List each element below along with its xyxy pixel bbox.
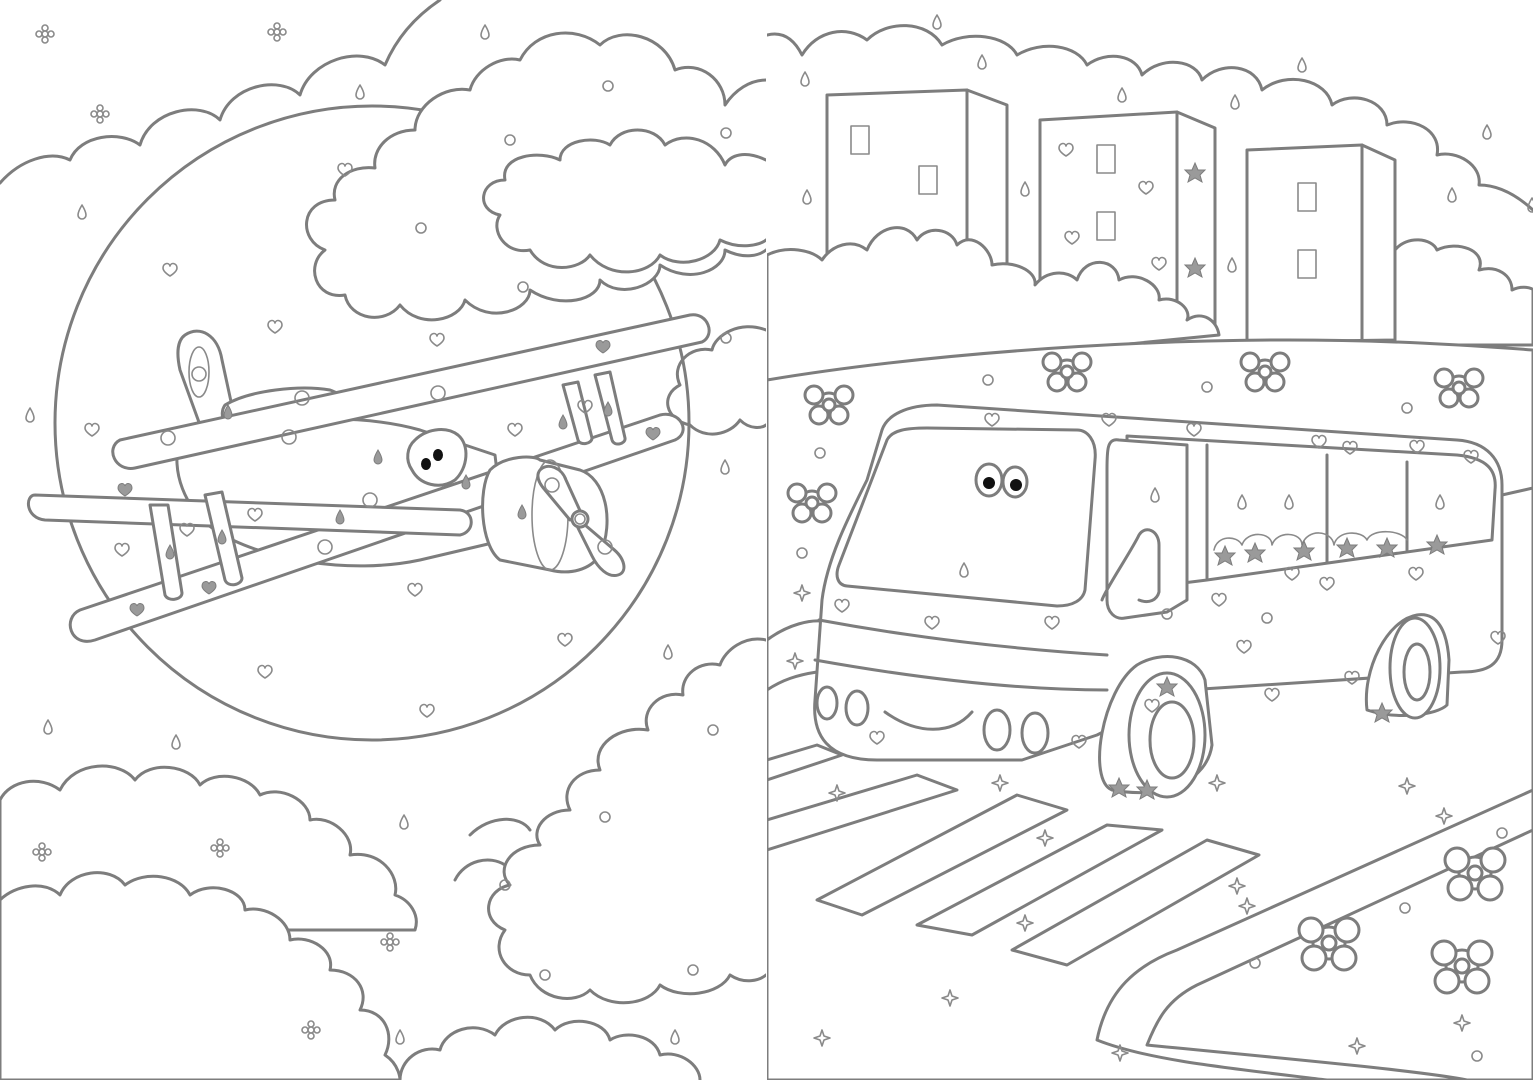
- drop-icon: [800, 14, 1533, 578]
- wheel-icon: [1098, 655, 1214, 799]
- crosswalk-icon: [767, 743, 1261, 967]
- airplane-scene: [0, 0, 766, 1080]
- heart-icon: [117, 340, 661, 617]
- cloud-icon: [0, 0, 442, 185]
- decorations: [786, 14, 1533, 1062]
- smiley-icon: [160, 366, 613, 555]
- circle-dot-icon: [796, 374, 1508, 1062]
- cloud-icon: [453, 817, 532, 882]
- road-icon: [1095, 788, 1533, 1080]
- headlight-icon: [815, 685, 1050, 755]
- building-icon: [1245, 143, 1397, 344]
- cloud-icon: [398, 1015, 702, 1080]
- flower-icon: [786, 351, 1507, 995]
- cloud-icon: [482, 128, 766, 274]
- decorations: [25, 22, 732, 1045]
- bush-icon: [767, 226, 1221, 382]
- bus-icon: [813, 403, 1533, 799]
- heart-icon: [834, 142, 1506, 749]
- flower-icon: [32, 22, 732, 1040]
- cloud-icon: [487, 637, 766, 1005]
- sparkle-icon: [786, 584, 1471, 1062]
- cloud-icon: [666, 325, 766, 436]
- cloud-icon: [0, 871, 402, 1080]
- wheel-icon: [1364, 613, 1451, 720]
- star-icon: [1107, 161, 1449, 801]
- road-icon: [767, 670, 819, 692]
- heart-icon: [84, 162, 593, 718]
- drop-icon: [25, 24, 730, 1045]
- bus-scene: [767, 14, 1533, 1080]
- airplane-icon: [26, 313, 711, 643]
- right-coloring-page: [767, 0, 1533, 1080]
- drop-icon: [165, 401, 613, 560]
- bush-icon: [1393, 238, 1533, 347]
- left-coloring-page: [0, 0, 766, 1080]
- cloud-icon: [767, 24, 1533, 212]
- bus-eyes: [974, 462, 1029, 499]
